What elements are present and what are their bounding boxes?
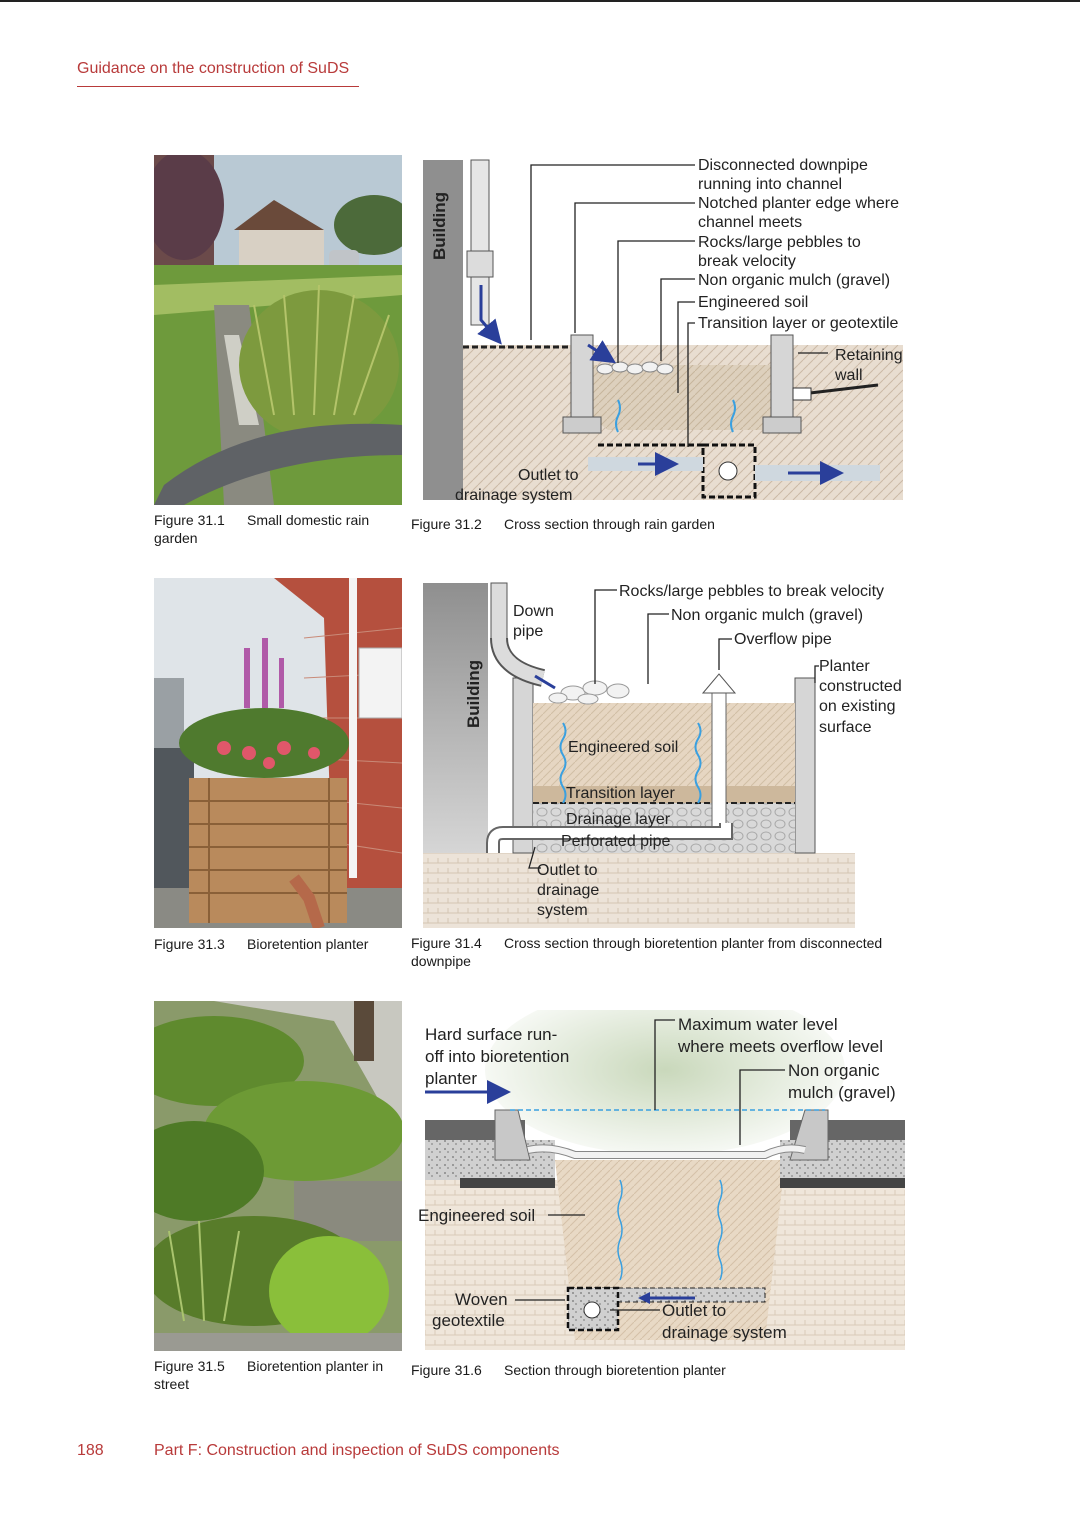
street-planter-section: Hard surface run- off into bioretention … <box>410 1010 910 1350</box>
photo-bioretention-planter <box>154 578 402 928</box>
label-drainage-system: drainage system <box>455 487 572 504</box>
label-engineered-soil: Engineered soil <box>418 1206 535 1225</box>
label-non-organic-mulch: Non organic mulch (gravel) <box>671 607 863 624</box>
label-wall: wall <box>834 367 863 384</box>
label-engineered-soil: Engineered soil <box>698 294 808 311</box>
photo-street-planter <box>154 1001 402 1351</box>
label-outlet-to: Outlet to <box>537 862 598 879</box>
label-maximum-water: Maximum water level <box>678 1015 838 1034</box>
label-break-velocity: break velocity <box>698 253 796 270</box>
label-woven: Woven <box>455 1290 508 1309</box>
label-system: system <box>537 902 588 919</box>
building-label: Building <box>430 192 449 260</box>
label-pipe: pipe <box>513 623 543 640</box>
label-outlet-to: Outlet to <box>662 1301 726 1320</box>
bioretention-planter-cross-section: Building Down pipe <box>423 578 923 928</box>
label-rocks-pebbles: Rocks/large pebbles to <box>698 234 861 251</box>
label-transition-layer: Transition layer <box>566 785 675 802</box>
label-drainage: drainage <box>537 882 599 899</box>
label-on-existing: on existing <box>819 698 896 715</box>
label-rocks-break-velocity: Rocks/large pebbles to break velocity <box>619 583 884 600</box>
top-rule <box>0 0 1080 2</box>
running-header: Guidance on the construction of SuDS <box>77 60 359 87</box>
label-transition-layer: Transition layer or geotextile <box>698 315 898 332</box>
label-drainage-system: drainage system <box>662 1323 787 1342</box>
label-where-meets: where meets overflow level <box>677 1037 883 1056</box>
label-channel-meets: channel meets <box>698 214 802 231</box>
label-surface: surface <box>819 719 872 736</box>
label-constructed: constructed <box>819 678 902 695</box>
label-notched-planter-edge: Notched planter edge where <box>698 195 899 212</box>
label-non-organic-mulch: Non organic mulch (gravel) <box>698 272 890 289</box>
page-number: 188 <box>77 1442 104 1459</box>
label-non-organic: Non organic <box>788 1061 880 1080</box>
label-disconnected-downpipe: Disconnected downpipe <box>698 157 868 174</box>
label-mulch-gravel: mulch (gravel) <box>788 1083 896 1102</box>
label-outlet-to: Outlet to <box>518 467 579 484</box>
photo-rain-garden <box>154 155 402 505</box>
label-hard-surface-3: planter <box>425 1069 477 1088</box>
building-label: Building <box>464 660 483 728</box>
label-running-into-channel: running into channel <box>698 176 842 193</box>
label-drainage-layer: Drainage layer <box>566 811 671 828</box>
label-hard-surface-2: off into bioretention <box>425 1047 569 1066</box>
rain-garden-cross-section: Building <box>423 155 923 505</box>
label-retaining: Retaining <box>835 347 903 364</box>
footer-section-title: Part F: Construction and inspection of S… <box>154 1442 560 1459</box>
label-overflow-pipe: Overflow pipe <box>734 631 832 648</box>
label-engineered-soil: Engineered soil <box>568 739 678 756</box>
label-geotextile: geotextile <box>432 1311 505 1330</box>
label-perforated-pipe: Perforated pipe <box>561 833 671 850</box>
label-down: Down <box>513 603 554 620</box>
label-hard-surface-1: Hard surface run- <box>425 1025 557 1044</box>
label-planter: Planter <box>819 658 870 675</box>
